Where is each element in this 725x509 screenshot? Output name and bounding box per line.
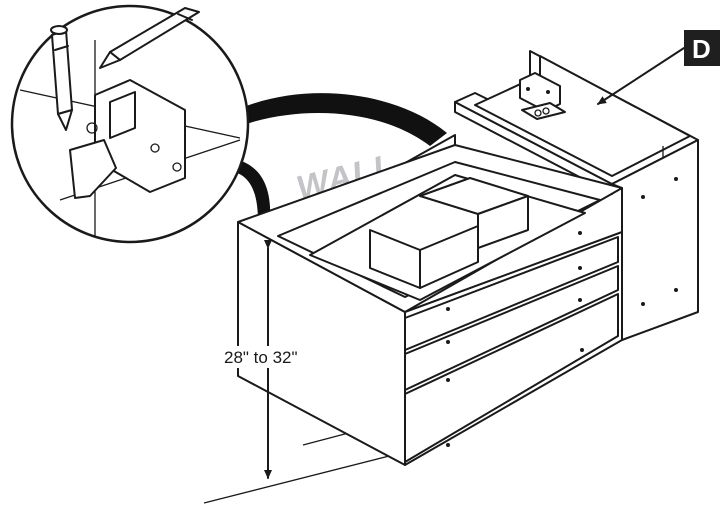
mounting-bracket-icon <box>519 72 566 120</box>
zoom-connector <box>232 93 447 146</box>
drawer-front[interactable] <box>404 265 619 391</box>
pencil-icon <box>50 25 73 131</box>
floor-line <box>203 451 406 504</box>
zoom-detail <box>10 4 250 244</box>
leader-arrow-icon <box>597 47 685 105</box>
mounting-bracket-icon <box>69 79 186 199</box>
pencil-icon <box>99 7 200 69</box>
callout-letter: D <box>692 34 711 64</box>
dimension-label: 28" to 32" <box>224 348 298 367</box>
drawer-divider <box>477 195 529 249</box>
height-dimension: 28" to 32" <box>218 240 326 479</box>
callout-badge: D <box>684 30 720 66</box>
drawer-divider <box>419 225 479 289</box>
zoom-connector <box>235 160 271 222</box>
drawer-front[interactable] <box>404 236 619 351</box>
drawer-front[interactable] <box>404 293 619 463</box>
